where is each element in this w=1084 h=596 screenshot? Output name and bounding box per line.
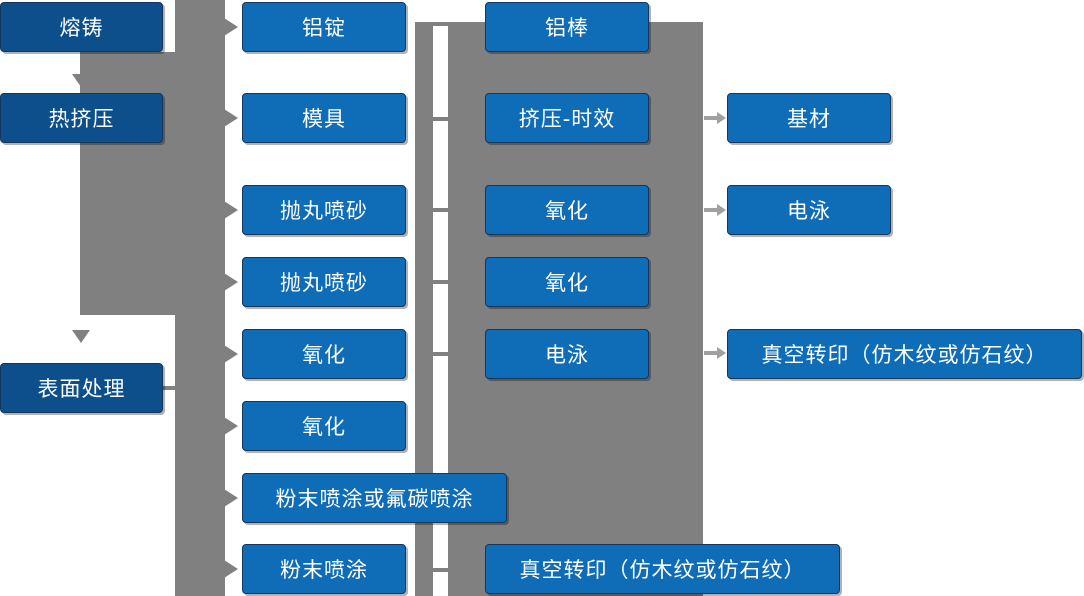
node-label: 真空转印（仿木纹或仿石纹） [519,558,806,582]
node-label: 基材 [787,107,831,131]
node-detail-vacuum-transfer[interactable]: 真空转印（仿木纹或仿石纹） [485,544,840,594]
bus-arrow-to-process-4 [224,273,238,291]
node-label: 氧化 [545,271,589,295]
node-process-shot-blasting-2[interactable]: 抛丸喷砂 [242,257,406,307]
node-label: 真空转印（仿木纹或仿石纹） [761,343,1048,367]
node-label: 电泳 [787,199,831,223]
connector-rung-2 [433,208,450,212]
node-product-electrophoresis[interactable]: 电泳 [727,185,891,235]
connector-rung-5 [433,568,450,572]
node-detail-electrophoresis[interactable]: 电泳 [485,329,649,379]
node-detail-extrusion-aging[interactable]: 挤压-时效 [485,93,649,143]
bus-arrow-to-process-1 [224,18,238,36]
arrow-to-product-electrophoresis [704,204,726,216]
node-label: 氧化 [302,415,346,439]
node-process-mould[interactable]: 模具 [242,93,406,143]
bus-arrow-to-process-7 [224,489,238,507]
node-process-oxidation-1[interactable]: 氧化 [242,329,406,379]
node-detail-aluminium-bar[interactable]: 铝棒 [485,2,649,52]
arrow-to-product-vacuum-transfer [704,347,726,359]
connector-arrow-down-to-surface-treatment [72,330,90,343]
connector-rung-3 [433,280,450,284]
connector-stub-surface-treatment [163,386,177,390]
node-label: 铝锭 [302,16,346,40]
bus-arrow-to-process-2 [224,109,238,127]
node-label: 氧化 [545,199,589,223]
node-detail-oxidation-2[interactable]: 氧化 [485,257,649,307]
node-label: 电泳 [545,343,589,367]
node-process-shot-blasting-1[interactable]: 抛丸喷砂 [242,185,406,235]
arrow-to-product-base-material [704,112,726,124]
connector-rung-1 [433,117,450,121]
connector-main-vertical-bus [175,0,225,596]
node-stage-melting-casting[interactable]: 熔铸 [0,2,163,52]
node-label: 熔铸 [59,16,104,40]
bus-arrow-to-process-5 [224,345,238,363]
node-process-powder-coating[interactable]: 粉末喷涂 [242,544,406,594]
node-detail-oxidation-1[interactable]: 氧化 [485,185,649,235]
connector-rung-0 [415,22,450,26]
bus-arrow-to-process-8 [224,560,238,578]
node-process-oxidation-2[interactable]: 氧化 [242,401,406,451]
node-label: 铝棒 [545,16,589,40]
node-product-base-material[interactable]: 基材 [727,93,891,143]
node-label: 挤压-时效 [518,107,616,131]
node-label: 粉末喷涂或氟碳喷涂 [275,487,474,511]
node-label: 粉末喷涂 [280,558,368,582]
node-process-powder-or-fluorocarbon[interactable]: 粉末喷涂或氟碳喷涂 [242,473,507,523]
connector-secondary-vertical-bus [415,22,433,596]
node-label: 模具 [302,107,346,131]
node-label: 氧化 [302,343,346,367]
node-label: 热挤压 [48,107,115,131]
node-label: 抛丸喷砂 [280,271,368,295]
node-label: 抛丸喷砂 [280,199,368,223]
node-label: 表面处理 [37,377,126,401]
node-stage-hot-extrusion[interactable]: 热挤压 [0,93,163,143]
node-process-aluminium-ingot[interactable]: 铝锭 [242,2,406,52]
connector-arrow-down-to-hot-extrusion [72,74,90,87]
node-product-vacuum-transfer[interactable]: 真空转印（仿木纹或仿石纹） [727,329,1082,379]
node-stage-surface-treatment[interactable]: 表面处理 [0,363,163,413]
bus-arrow-to-process-6 [224,417,238,435]
bus-arrow-to-process-3 [224,201,238,219]
connector-rung-4 [433,352,450,356]
